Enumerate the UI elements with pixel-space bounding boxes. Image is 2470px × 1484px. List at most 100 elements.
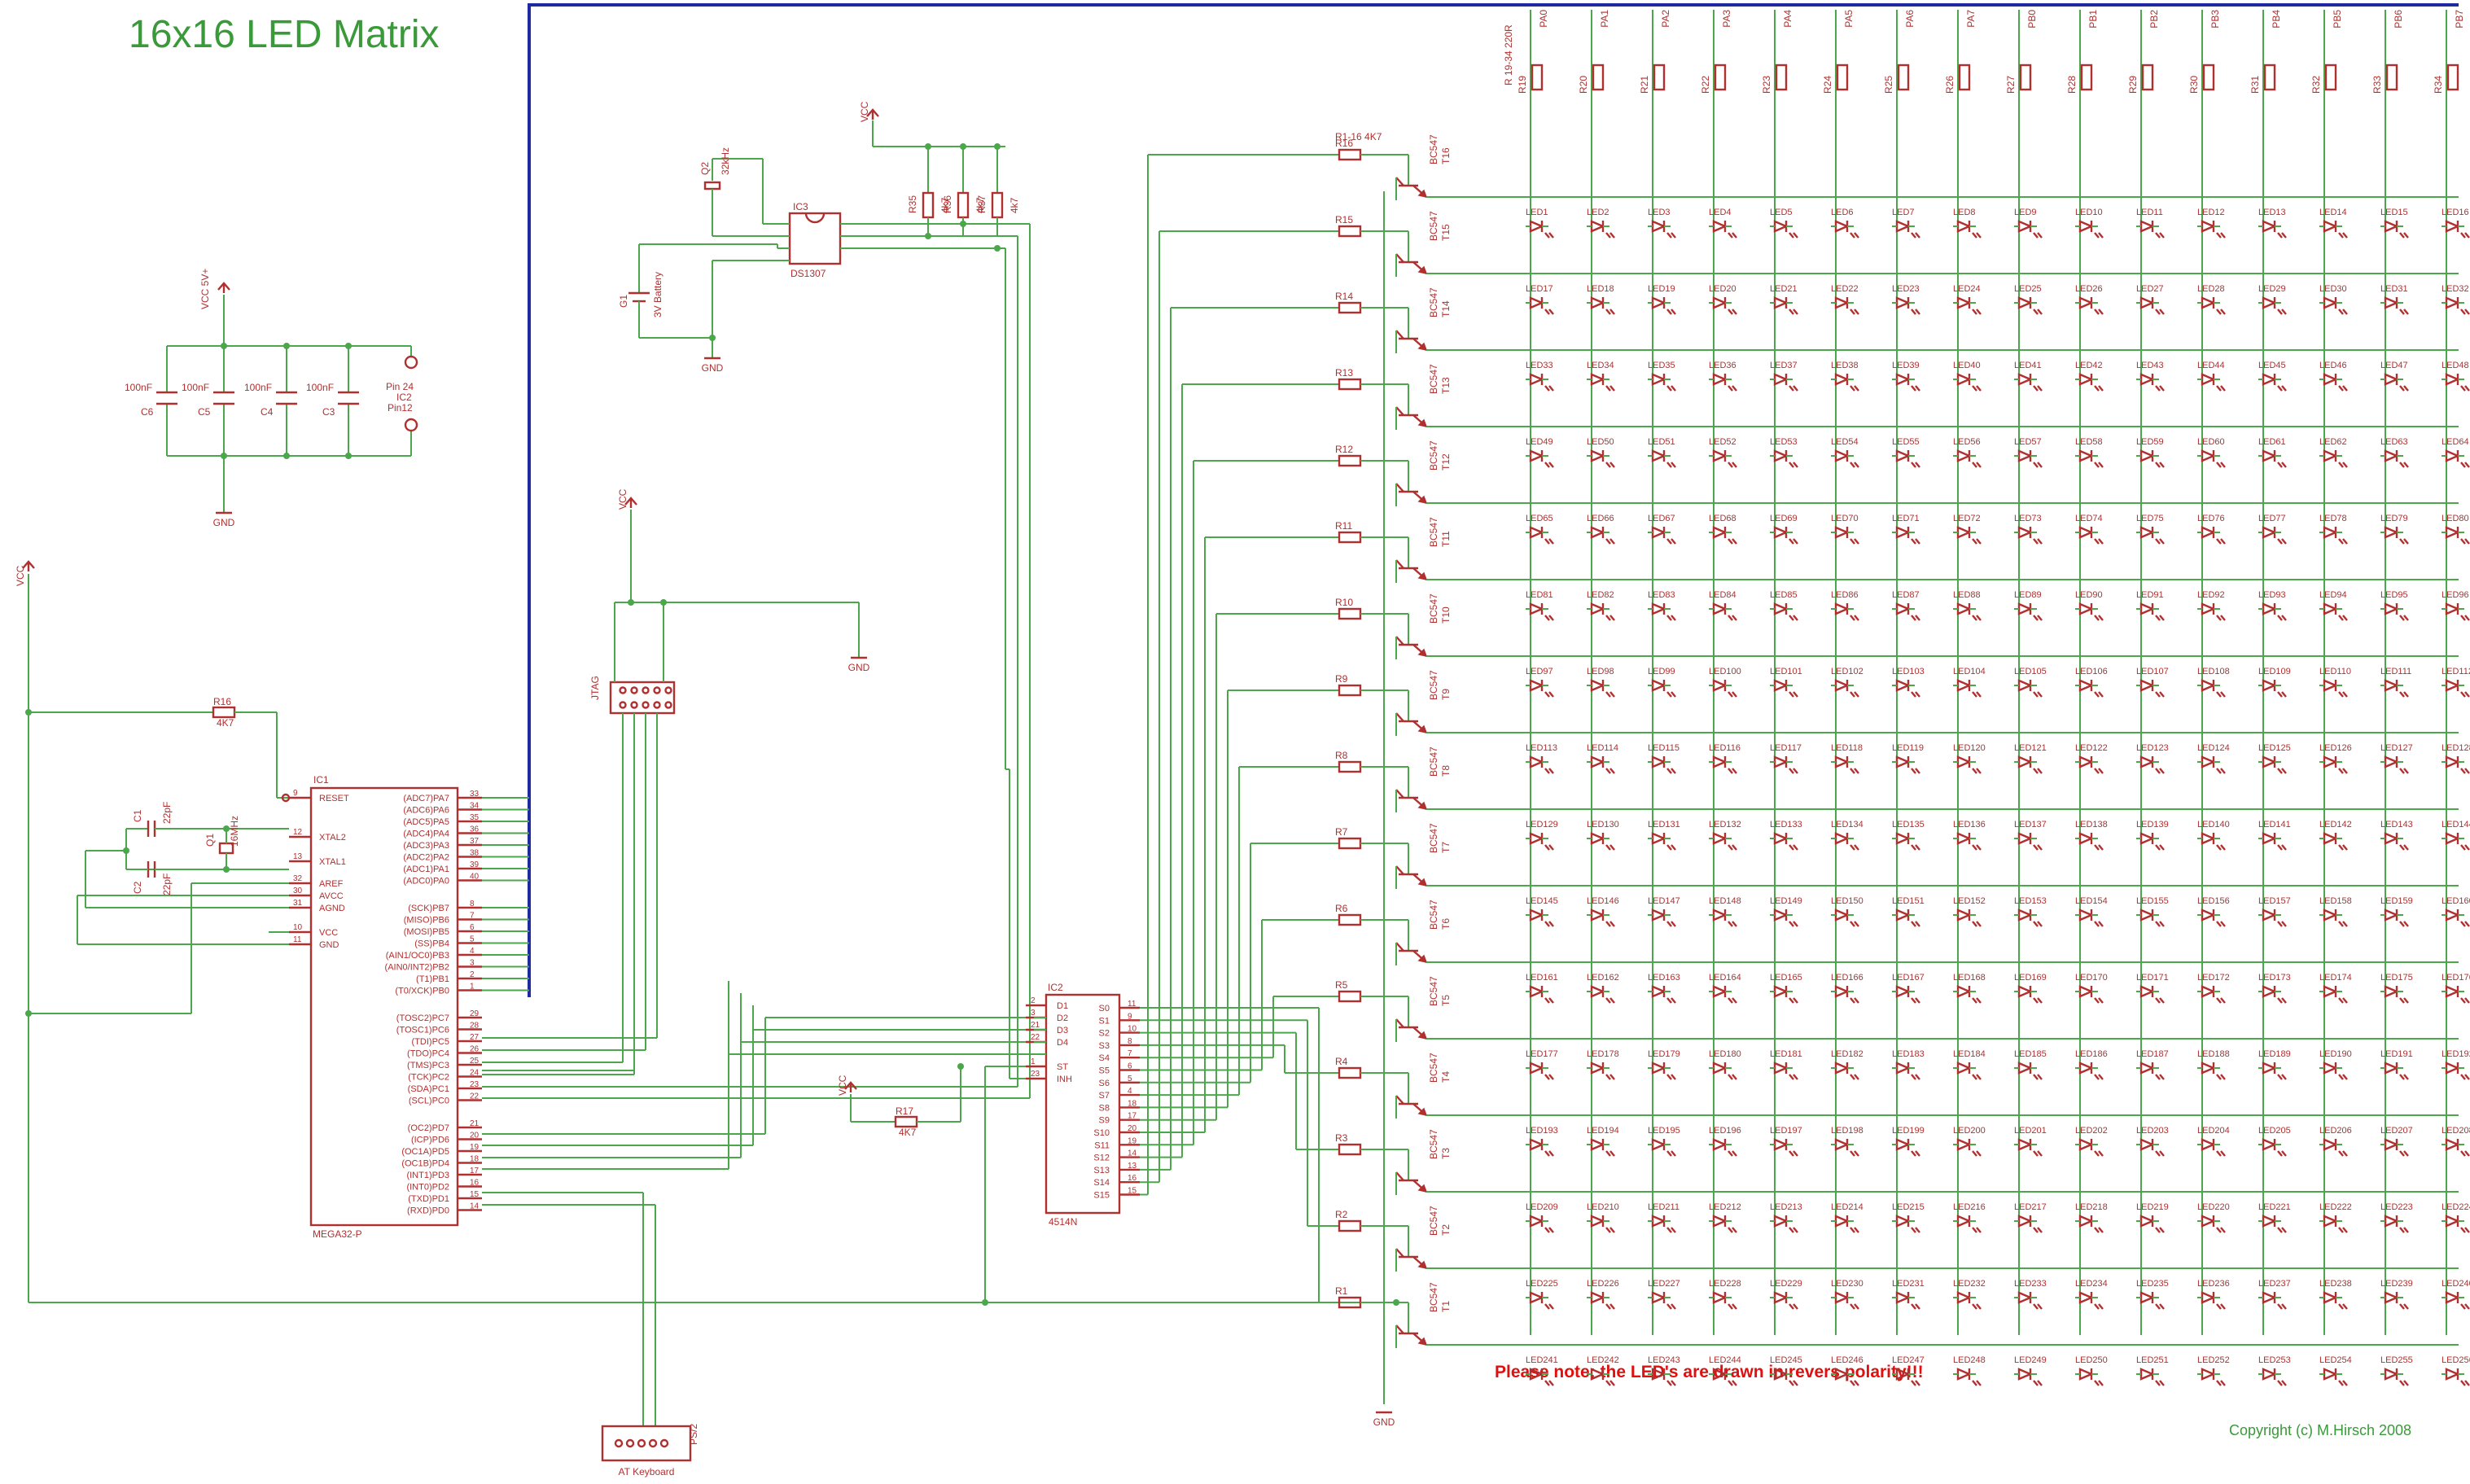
- led-diode: [2384, 908, 2400, 921]
- led-emission: [1850, 1074, 1855, 1080]
- led-emission: [1972, 232, 1977, 239]
- led-diode: [1834, 526, 1850, 539]
- led-label: LED234: [2075, 1279, 2108, 1289]
- led-emission: [2098, 309, 2104, 315]
- pin-name: (ADC2)PA2: [403, 853, 449, 863]
- led-emission: [1609, 615, 1615, 621]
- led-label: LED66: [1587, 514, 1614, 523]
- led-label: LED194: [1587, 1126, 1619, 1136]
- led-emission: [1789, 232, 1794, 239]
- led-label: LED148: [1709, 896, 1741, 906]
- reset-invert: [281, 793, 291, 803]
- led-label: LED161: [1526, 973, 1558, 983]
- jtag-pin: [619, 701, 627, 709]
- led-label: LED22: [1831, 284, 1859, 294]
- battery-name: G1: [618, 295, 629, 308]
- led-emission: [2342, 1303, 2348, 1310]
- led-diode: [1651, 373, 1667, 386]
- pin-name: (SCK)PB7: [408, 904, 449, 913]
- led-emission: [1728, 538, 1733, 545]
- led-emission: [1728, 615, 1733, 621]
- led-diode: [1834, 1291, 1850, 1304]
- led-label: LED69: [1770, 514, 1798, 523]
- pin-number: 7: [470, 912, 475, 921]
- led-emission: [1605, 691, 1611, 698]
- led-label: LED181: [1770, 1049, 1802, 1059]
- jtag-pin: [630, 701, 638, 709]
- row-resistor-name: R4: [1335, 1056, 1348, 1067]
- led-diode: [1651, 755, 1667, 768]
- led-emission: [2033, 768, 2039, 774]
- led-emission: [2094, 1303, 2100, 1310]
- led-emission: [1976, 309, 1982, 315]
- led-emission: [1544, 1150, 1550, 1157]
- pin-number: 3: [1031, 1009, 1036, 1018]
- led-label: LED189: [2258, 1049, 2291, 1059]
- led-label: LED242: [1587, 1355, 1619, 1365]
- led-diode: [2445, 908, 2461, 921]
- jtag-pin: [642, 701, 650, 709]
- led-diode: [1712, 1291, 1728, 1304]
- pin-number: 18: [470, 1155, 480, 1164]
- led-emission: [2220, 1074, 2226, 1080]
- transistor-type: BC547: [1428, 746, 1439, 777]
- emitter-arrow: [1417, 1107, 1428, 1117]
- mcu-part: MEGA32-P: [313, 1228, 362, 1240]
- led-label: LED113: [1526, 743, 1557, 753]
- led-emission: [2399, 232, 2405, 239]
- led-label: LED15: [2380, 208, 2408, 217]
- led-label: LED218: [2075, 1202, 2108, 1212]
- led-emission: [2338, 997, 2344, 1004]
- led-emission: [2037, 997, 2043, 1004]
- led-diode: [2139, 1062, 2156, 1075]
- led-diode: [2017, 832, 2034, 845]
- led-label: LED207: [2380, 1126, 2413, 1136]
- led-emission: [2338, 462, 2344, 468]
- led-diode: [1956, 908, 1973, 921]
- led-label: LED26: [2075, 284, 2103, 294]
- led-emission: [2216, 768, 2222, 774]
- transistor-name: T9: [1440, 689, 1452, 700]
- gnd-rtc-label: GND: [702, 362, 724, 374]
- pin-number: 14: [470, 1202, 480, 1211]
- led-emission: [2216, 1303, 2222, 1310]
- led-emission: [1854, 1227, 1859, 1233]
- led-diode: [2139, 296, 2156, 309]
- led-emission: [2277, 1074, 2283, 1080]
- led-diode: [1529, 220, 1545, 233]
- led-emission: [1972, 462, 1977, 468]
- led-emission: [2277, 615, 2283, 621]
- led-diode: [2262, 1215, 2278, 1228]
- pin-number: 32: [293, 874, 303, 883]
- transistor-collector: [1395, 712, 1404, 722]
- pin-name: S7: [1099, 1091, 1110, 1101]
- led-label: LED243: [1648, 1355, 1680, 1365]
- pin-name: (RXD)PD0: [407, 1206, 449, 1216]
- led-emission: [1972, 1074, 1977, 1080]
- row-resistor: [1338, 837, 1362, 850]
- column-port-label: PB2: [2148, 10, 2160, 28]
- pin-number: 15: [470, 1190, 480, 1199]
- pin-number: 6: [470, 923, 475, 932]
- led-emission: [1850, 1227, 1855, 1233]
- led-diode: [1956, 1215, 1973, 1228]
- led-diode: [1773, 832, 1789, 845]
- led-emission: [2216, 538, 2222, 545]
- led-emission: [1976, 691, 1982, 698]
- emitter-arrow: [1417, 571, 1428, 581]
- rtc-ic-body: [788, 212, 842, 265]
- pin-number: 21: [1031, 1021, 1040, 1030]
- led-emission: [1728, 1227, 1733, 1233]
- led-emission: [1666, 615, 1672, 621]
- led-emission: [2342, 615, 2348, 621]
- led-diode: [1529, 373, 1545, 386]
- led-label: LED28: [2197, 284, 2225, 294]
- row-resistor-name: R12: [1335, 444, 1353, 455]
- led-emission: [2216, 1227, 2222, 1233]
- led-label: LED56: [1953, 437, 1981, 447]
- led-emission: [1666, 997, 1672, 1004]
- led-emission: [2277, 385, 2283, 392]
- led-label: LED98: [1587, 667, 1614, 676]
- led-emission: [2460, 615, 2466, 621]
